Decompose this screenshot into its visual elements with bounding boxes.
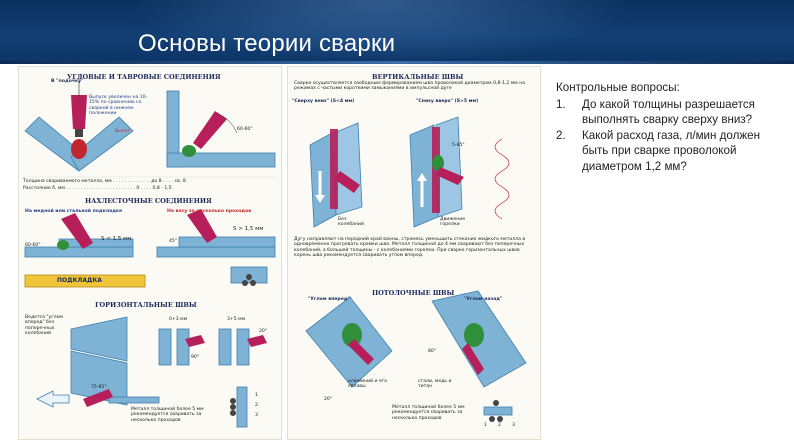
label-vypusk: Выпуск увеличен на 10-15% по сравнению с… bbox=[89, 95, 148, 117]
middle-illustration-plate: ВЕРТИКАЛЬНЫЕ ШВЫ Сварка осуществляется с… bbox=[287, 66, 541, 440]
label-dvizhenie-gorelki: Движение горелки bbox=[440, 217, 466, 228]
section-heading-corner-joints: УГЛОВЫЕ И ТАВРОВЫЕ СОЕДИНЕНИЯ bbox=[67, 73, 221, 81]
label-vylet: Вылет bbox=[115, 129, 131, 134]
label-angle-20-mid: 20° bbox=[324, 397, 333, 402]
label-snizu-vverh: "Снизу вверх" (S>5 мм) bbox=[416, 99, 479, 104]
lap-joint-drawing-1 bbox=[24, 213, 146, 288]
label-na-mednoy: На медной или стальной подкладке bbox=[25, 209, 123, 214]
label-angle-5-85: 5-85° bbox=[452, 143, 465, 148]
questions-heading: Контрольные вопросы: bbox=[556, 81, 680, 94]
vertical-seam-down-drawing bbox=[309, 122, 363, 228]
question-text: Какой расход газа, л/мин должен быть при… bbox=[582, 128, 760, 173]
label-num-3-mid: 3 bbox=[512, 423, 515, 428]
slide-title: Основы теории сварки bbox=[138, 30, 396, 57]
question-item: 2. Какой расход газа, л/мин должен быть … bbox=[556, 128, 786, 175]
middle-plate-drawings bbox=[305, 116, 527, 422]
label-sverhu-vniz: "Сверху вниз" (S<4 мм) bbox=[292, 99, 355, 104]
question-number: 1. bbox=[556, 97, 566, 111]
label-v-lodochku: В "лодочку" bbox=[51, 79, 84, 84]
lap-joint-drawing-2 bbox=[156, 209, 276, 286]
control-questions: Контрольные вопросы: 1. До какой толщины… bbox=[556, 80, 786, 174]
label-s-less: S < 1,5 мм bbox=[101, 236, 132, 242]
label-angle-60-2: 60-60° bbox=[25, 243, 41, 248]
left-plate-drawings bbox=[23, 75, 277, 428]
t-joint-drawing bbox=[166, 90, 276, 168]
label-metall-5-left: Металл толщиной более 5 мм рекомендуется… bbox=[131, 407, 204, 423]
label-ugol-nazad: "Углом назад" bbox=[464, 297, 503, 302]
label-angle-90: 90° bbox=[191, 355, 200, 360]
ceiling-seam-backward-drawing bbox=[431, 290, 527, 422]
label-angle-60-1: 60-60° bbox=[237, 127, 253, 132]
label-angle-20-left: 20° bbox=[259, 329, 268, 334]
vertical-seam-up-drawing bbox=[409, 116, 510, 228]
label-na-vesu: На весу за несколько проходов bbox=[167, 209, 252, 214]
label-body-text: Дугу направляют на передний край ванны, … bbox=[294, 237, 526, 259]
section-heading-vertical-seams: ВЕРТИКАЛЬНЫЕ ШВЫ bbox=[372, 73, 464, 81]
horizontal-seam-drawing bbox=[36, 316, 267, 428]
label-s-more: S > 1,5 мм bbox=[233, 226, 264, 232]
label-metall-5-mid: Металл толщиной более 5 мм рекомендуется… bbox=[392, 405, 465, 421]
label-angle-80: 80° bbox=[428, 349, 437, 354]
label-ugol-vpered: "Углом вперед" bbox=[308, 297, 350, 302]
ceiling-seam-forward-drawing bbox=[305, 296, 393, 388]
header-glow bbox=[120, 0, 640, 64]
label-range-3-5: 3+5 мм bbox=[227, 317, 246, 322]
question-item: 1. До какой толщины разрешается выполнят… bbox=[556, 97, 786, 128]
label-angle-75: 75-85° bbox=[91, 385, 107, 390]
v-joint-drawing bbox=[24, 75, 134, 172]
label-num-2-mid: 2 bbox=[498, 423, 501, 428]
slide-header bbox=[0, 0, 794, 64]
label-bez-kolebaniy: Без колебаний bbox=[338, 217, 364, 228]
label-intro: Сварка осуществляется свободным формиров… bbox=[294, 81, 526, 92]
label-range-0-3: 0+3 мм bbox=[169, 317, 188, 322]
label-num-3-left: 3 bbox=[255, 413, 258, 418]
label-alyuminiy: алюминий и его сплавы bbox=[348, 379, 387, 390]
left-illustration-plate: УГЛОВЫЕ И ТАВРОВЫЕ СОЕДИНЕНИЯ bbox=[18, 66, 282, 440]
label-stali: стали, медь и титан bbox=[418, 379, 452, 390]
label-angle-45: 45° bbox=[169, 239, 178, 244]
label-podkladka: ПОДКЛАДКА bbox=[57, 277, 102, 284]
section-heading-horizontal-seams: ГОРИЗОНТАЛЬНЫЕ ШВЫ bbox=[95, 301, 197, 309]
label-thickness-line: Толщина свариваемого металла, мм . . . .… bbox=[23, 179, 186, 184]
label-num-1-mid: 1 bbox=[484, 423, 487, 428]
label-num-1-left: 1 bbox=[255, 393, 258, 398]
section-heading-ceiling-seams: ПОТОЛОЧНЫЕ ШВЫ bbox=[372, 289, 455, 297]
section-heading-lap-joints: НАХЛЕСТОЧНЫЕ СОЕДИНЕНИЯ bbox=[85, 197, 212, 205]
question-text: До какой толщины разрешается выполнять с… bbox=[582, 97, 755, 127]
question-number: 2. bbox=[556, 128, 566, 142]
label-gap-line: Расстояние δ, мм . . . . . . . . . . . .… bbox=[23, 186, 172, 191]
label-vedetsya: Ведется "углом вперед" без поперечных ко… bbox=[25, 315, 63, 337]
label-num-2-left: 2 bbox=[255, 403, 258, 408]
